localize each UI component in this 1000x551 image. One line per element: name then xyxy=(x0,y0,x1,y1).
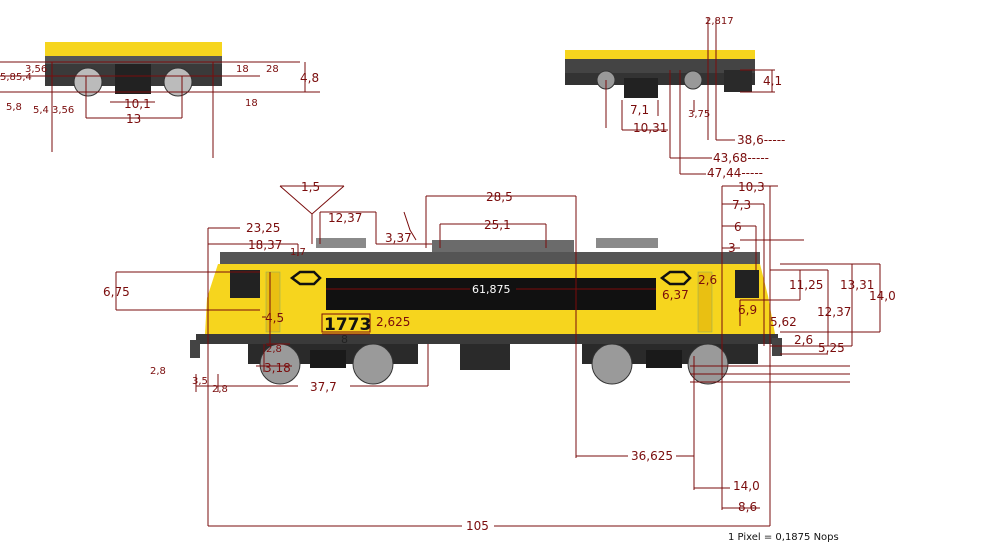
dim-13-31: 13,31 xyxy=(840,278,874,292)
tl-body-strip xyxy=(45,42,222,56)
tl-dimension-lines xyxy=(0,61,320,158)
tl-dim-18: 18 xyxy=(236,64,249,75)
tl-wheel-2 xyxy=(163,67,193,97)
dim-2-8-a: 2,8 xyxy=(266,344,282,355)
tl-dim-5-4-b: 5,4 xyxy=(33,105,49,116)
tr-dim-38-6: 38,6----- xyxy=(737,133,785,147)
tl-frame xyxy=(45,56,222,64)
top-right-bogie-view: 2,817 4,1 7,1 10,31 3,75 38,6----- 43,68… xyxy=(565,16,785,180)
dim-36-625: 36,625 xyxy=(631,449,673,463)
dim-6-37: 6,37 xyxy=(662,288,689,302)
tr-body-strip xyxy=(565,50,755,59)
dim-8: 8 xyxy=(341,333,348,346)
tl-dim-5-8-b: 5,8 xyxy=(6,102,22,113)
main-dimension-labels: 1,5 28,5 23,25 12,37 25,1 3,37 18,37 1,7… xyxy=(103,180,896,533)
dim-37-7: 37,7 xyxy=(310,380,337,394)
dim-5-25: 5,25 xyxy=(818,341,845,355)
dim-1-7: 1,7 xyxy=(290,247,306,258)
tl-bogie-box xyxy=(115,64,151,94)
dim-3-37: 3,37 xyxy=(385,231,412,245)
wheel-2 xyxy=(352,343,394,385)
dim-14-0-bottom: 14,0 xyxy=(733,479,760,493)
dim-105: 105 xyxy=(466,519,489,533)
tr-dim-10-31: 10,31 xyxy=(633,121,667,135)
tr-box xyxy=(624,78,658,98)
tr-dim-2-817: 2,817 xyxy=(705,16,734,27)
dim-6-75: 6,75 xyxy=(103,285,130,299)
dim-10-3: 10,3 xyxy=(738,180,765,194)
dim-6-9: 6,9 xyxy=(738,303,757,317)
dim-23-25: 23,25 xyxy=(246,221,280,235)
tl-dim-5-8: 5,8 xyxy=(0,72,16,83)
dim-61-875: 61,875 xyxy=(472,283,511,296)
main-locomotive: 1773 xyxy=(190,238,782,385)
tl-dim-18-b: 18 xyxy=(245,98,258,109)
dim-25-1: 25,1 xyxy=(484,218,511,232)
buffer-left xyxy=(190,340,200,358)
dim-11-25: 11,25 xyxy=(789,278,823,292)
underframe xyxy=(196,334,778,344)
transformer-box xyxy=(460,344,510,370)
dim-3-5: 3,5 xyxy=(192,376,208,387)
ns-logo-left xyxy=(289,270,322,286)
tl-dim-10-1: 10,1 xyxy=(124,97,151,111)
pantograph-left xyxy=(316,238,366,248)
pantograph-right xyxy=(596,238,658,248)
dim-2-8-left: 2,8 xyxy=(150,366,166,377)
top-left-bogie-view: 3,56 5,8 5,4 18 28 4,8 5,8 5,4 3,56 10,1… xyxy=(0,42,320,158)
tr-dimension-lines xyxy=(605,18,775,175)
side-grille xyxy=(326,278,656,310)
tl-wheel-1 xyxy=(73,67,103,97)
tr-wheel-2 xyxy=(683,70,703,90)
tr-dim-47-44: 47,44----- xyxy=(707,166,763,180)
tl-dim-5-4: 5,4 xyxy=(16,72,32,83)
dim-6: 6 xyxy=(734,220,742,234)
ns-logo-right xyxy=(659,270,692,286)
dim-18-37: 18,37 xyxy=(248,238,282,252)
dim-12-37: 12,37 xyxy=(328,211,362,225)
bogie-motor-right xyxy=(646,350,682,368)
cab-window-left xyxy=(230,270,260,298)
dim-7-3: 7,3 xyxy=(732,198,751,212)
roof xyxy=(220,252,760,264)
dim-2-6-top: 2,6 xyxy=(698,273,717,287)
dim-1-5: 1,5 xyxy=(301,180,320,194)
bogie-motor-left xyxy=(310,350,346,368)
tr-dim-7-1: 7,1 xyxy=(630,103,649,117)
dim-2-8-b: 2,8 xyxy=(212,384,228,395)
tr-dim-3-75: 3,75 xyxy=(688,109,710,120)
tl-dim-28: 28 xyxy=(266,64,279,75)
main-dimension-lines xyxy=(115,185,881,527)
dim-3: 3 xyxy=(728,241,736,255)
tr-dim-43-68: 43,68----- xyxy=(713,151,769,165)
buffer-right xyxy=(772,338,782,356)
dim-14-0-right: 14,0 xyxy=(869,289,896,303)
wheel-3 xyxy=(591,343,633,385)
tr-dim-4-1: 4,1 xyxy=(763,74,782,88)
tl-dim-4-8: 4,8 xyxy=(300,71,319,85)
dim-3-18: 3,18 xyxy=(264,361,291,375)
tl-dim-13: 13 xyxy=(126,112,141,126)
loco-number: 1773 xyxy=(324,315,371,335)
dim-12-37-right: 12,37 xyxy=(817,305,851,319)
tr-coupler xyxy=(724,70,752,92)
tl-dim-3-56-b: 3,56 xyxy=(52,105,74,116)
dim-5-62: 5,62 xyxy=(770,315,797,329)
dim-2-6-bottom: 2,6 xyxy=(794,333,813,347)
cab-window-right xyxy=(735,270,759,298)
number-plate-frame xyxy=(321,313,371,333)
dim-2-625: 2,625 xyxy=(376,315,410,329)
dim-4-5: 4,5 xyxy=(265,311,284,325)
cab-door-right xyxy=(697,271,713,333)
tl-dim-3-56: 3,56 xyxy=(25,64,47,75)
dim-28-5: 28,5 xyxy=(486,190,513,204)
scale-note: 1 Pixel = 0,1875 Nops xyxy=(728,532,839,543)
dim-8-6: 8,6 xyxy=(738,500,757,514)
